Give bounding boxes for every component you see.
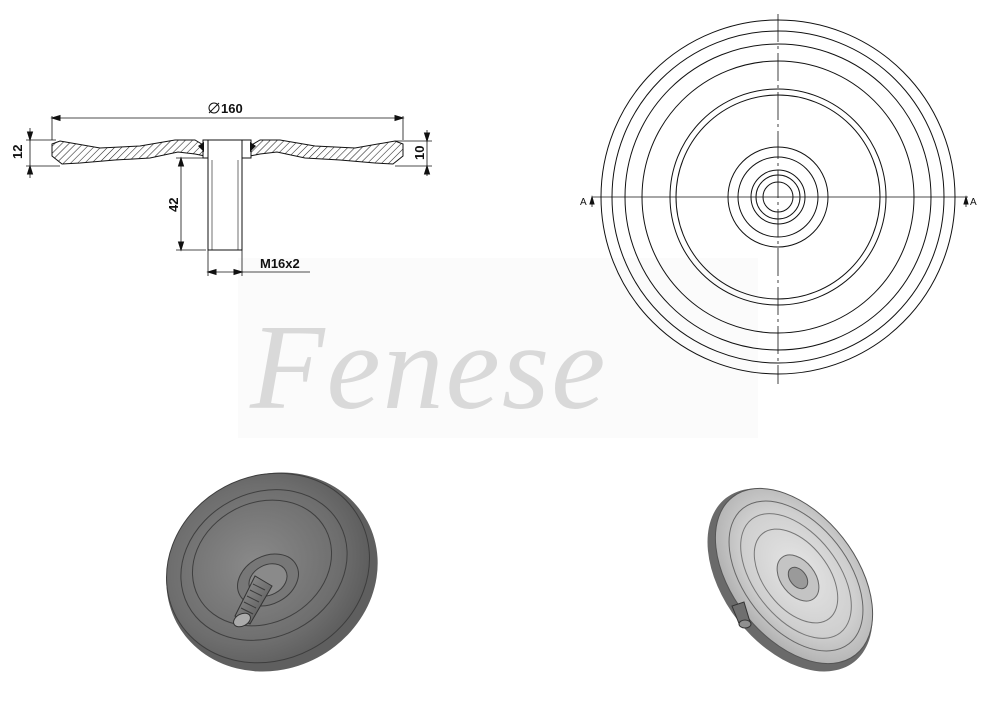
side-view-labels: 160 12 10 42 M16x2 bbox=[10, 101, 427, 271]
stem-length-label: 42 bbox=[166, 198, 181, 212]
side-section-view bbox=[26, 114, 432, 276]
section-marker-right: A bbox=[970, 197, 977, 208]
watermark: Fenese bbox=[238, 258, 758, 438]
diaphragm-section-right bbox=[249, 139, 404, 165]
rim-height-label: 10 bbox=[412, 146, 427, 160]
watermark-text: Fenese bbox=[249, 300, 607, 435]
isometric-view-dark bbox=[166, 472, 378, 672]
total-height-label: 12 bbox=[10, 145, 25, 159]
threaded-stem-outline bbox=[207, 139, 243, 251]
threaded-stem-dark bbox=[234, 575, 273, 625]
thread-label: M16x2 bbox=[260, 256, 300, 271]
diameter-label: 160 bbox=[221, 101, 243, 116]
section-marker-left: A bbox=[580, 197, 587, 208]
isometric-view-light bbox=[707, 487, 874, 672]
front-view bbox=[589, 14, 969, 384]
diaphragm-section-left bbox=[51, 139, 206, 165]
